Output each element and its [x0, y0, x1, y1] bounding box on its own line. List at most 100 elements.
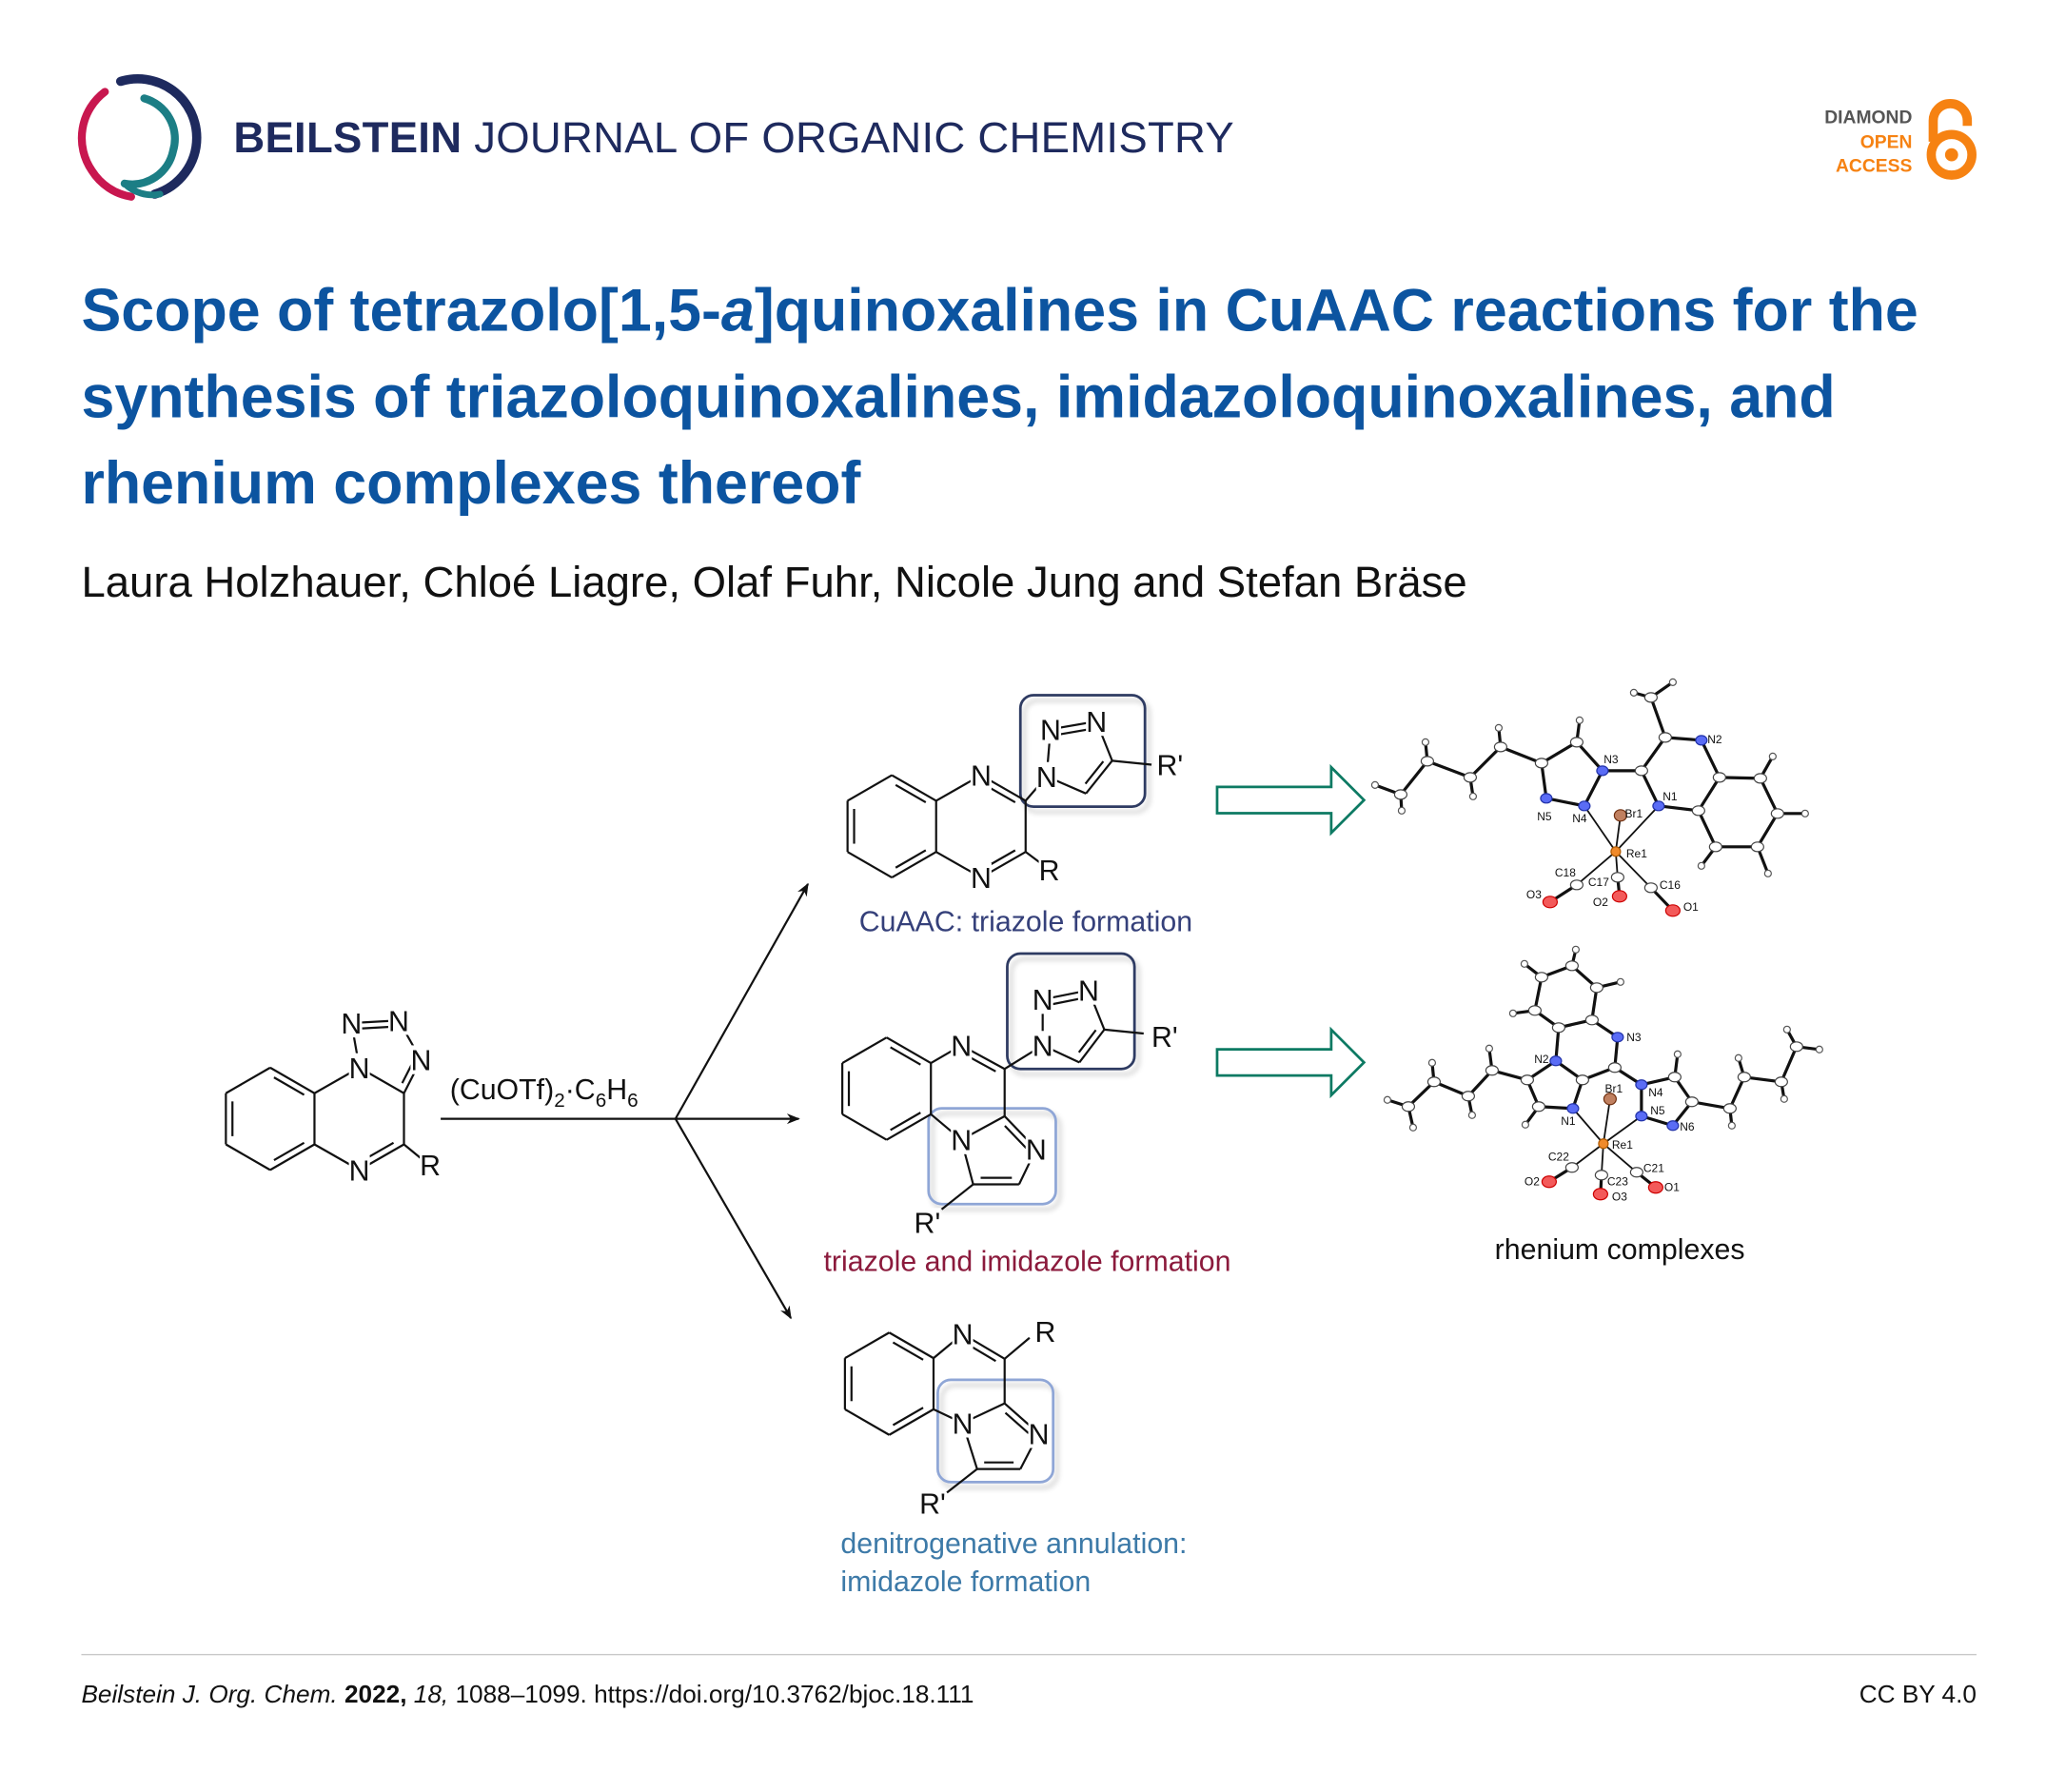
- double-bond: [1058, 728, 1091, 736]
- atom-label: N3: [1626, 1031, 1642, 1044]
- atom-o: [1542, 896, 1558, 909]
- reagent-label: (CuOTf)2·C6H6: [450, 1074, 639, 1112]
- atom-o: [1611, 890, 1627, 903]
- svg-text:N: N: [971, 863, 992, 895]
- atom-c: [1770, 808, 1784, 819]
- atom-label: N2: [1707, 733, 1722, 746]
- atom-h: [1397, 806, 1407, 815]
- crystal-bond: [1584, 805, 1617, 853]
- bond: [1078, 1029, 1106, 1064]
- atom-n: [1666, 1120, 1680, 1132]
- substituent-r-prime: R': [915, 1208, 941, 1240]
- crystal-bond: [1640, 770, 1661, 807]
- atom-c: [1584, 1014, 1599, 1026]
- atom-n: N: [951, 1031, 973, 1062]
- atom-n: N: [1035, 761, 1057, 794]
- atom-n: N: [1025, 1134, 1047, 1166]
- atom-c: [1401, 1101, 1416, 1113]
- crystal-bond: [1728, 1076, 1746, 1110]
- atom-n: [1578, 800, 1591, 812]
- imidazole-highlight-box: [927, 1107, 1057, 1206]
- atom-c: [1684, 1096, 1699, 1108]
- reagent-part: 2: [554, 1090, 564, 1112]
- crystal-bond: [1500, 745, 1543, 765]
- atom-label: N4: [1648, 1086, 1663, 1099]
- atom-h: [1782, 1025, 1791, 1034]
- atom-n: N: [952, 1408, 974, 1440]
- atom-label: O1: [1664, 1181, 1680, 1194]
- svg-text:R': R': [915, 1209, 941, 1240]
- svg-text:N: N: [953, 1408, 974, 1440]
- atom-c: [1708, 841, 1722, 853]
- svg-text:N: N: [1040, 715, 1061, 746]
- atom-label: N6: [1680, 1120, 1695, 1133]
- bond: [841, 1113, 888, 1141]
- crystal-bond: [1759, 778, 1780, 815]
- oa-line-access: ACCESS: [1835, 154, 1913, 176]
- double-bond: [895, 849, 927, 869]
- substituent-r: R: [420, 1150, 442, 1182]
- crystal-bond: [1649, 697, 1667, 738]
- svg-text:N: N: [349, 1155, 370, 1187]
- atom-h: [1727, 1121, 1736, 1130]
- bond: [940, 1183, 974, 1211]
- svg-text:N: N: [1026, 1134, 1047, 1166]
- triazole-highlight-box: [1006, 952, 1136, 1071]
- atom-h: [1629, 688, 1638, 697]
- atom-label: N2: [1534, 1053, 1549, 1066]
- license[interactable]: CC BY 4.0: [1859, 1681, 1977, 1709]
- crystal-bond: [1533, 976, 1544, 1012]
- atom-label: O2: [1593, 896, 1608, 909]
- atom-label: Br1: [1625, 807, 1643, 820]
- atom-c: [1789, 1041, 1803, 1053]
- svg-text:R: R: [1034, 1317, 1055, 1349]
- atom-h: [1383, 1095, 1392, 1104]
- crystal-bond: [1554, 1027, 1561, 1061]
- atom-c: [1610, 872, 1624, 883]
- svg-text:R': R': [919, 1488, 946, 1520]
- atom-label: Br1: [1605, 1082, 1623, 1095]
- crystal-bond: [1468, 745, 1503, 778]
- atom-n: N: [348, 1053, 370, 1085]
- atom-h: [1768, 752, 1777, 760]
- atom-n: N: [1028, 1419, 1050, 1450]
- atom-h: [1673, 1050, 1682, 1058]
- bond: [888, 1331, 934, 1360]
- crystal-bond: [1615, 805, 1660, 853]
- atom-c: [1722, 1103, 1737, 1114]
- atom-c: [1569, 737, 1584, 748]
- citation-doi-link[interactable]: 1088–1099. https://doi.org/10.3762/bjoc.…: [455, 1681, 974, 1709]
- atom-label: Re1: [1612, 1138, 1633, 1152]
- crystal-bond: [1697, 810, 1718, 848]
- reagent-part: ·C: [565, 1074, 596, 1106]
- atom-n: [1635, 1079, 1648, 1091]
- atom-n: N: [341, 1008, 363, 1040]
- double-bond: [1051, 996, 1083, 1006]
- hollow-arrow-icon: [1215, 1026, 1367, 1099]
- bond: [841, 1036, 888, 1064]
- atom-c: [1551, 1022, 1565, 1034]
- atom-c: [1485, 1065, 1500, 1076]
- atom-h: [1616, 977, 1624, 986]
- journal-name: BEILSTEIN JOURNAL OF ORGANIC CHEMISTRY: [233, 113, 1234, 163]
- double-bond: [890, 1046, 921, 1066]
- atom-c: [1691, 805, 1705, 817]
- label-rhenium-complexes: rhenium complexes: [1495, 1234, 1745, 1266]
- citation-journal: Beilstein J. Org. Chem.: [81, 1681, 338, 1709]
- crystal-bond: [1603, 1143, 1638, 1173]
- bond: [1003, 1336, 1031, 1360]
- bond: [844, 1331, 890, 1360]
- atom-n: N: [970, 862, 992, 895]
- crystal-bond: [1399, 759, 1429, 796]
- atom-label: O3: [1612, 1191, 1627, 1204]
- atom-c: [1527, 1005, 1542, 1016]
- atom-c: [1564, 960, 1579, 972]
- atom-n: [1540, 793, 1553, 804]
- atom-label: N4: [1572, 812, 1587, 825]
- atom-label: C17: [1588, 876, 1609, 889]
- svg-text:N: N: [1078, 976, 1099, 1008]
- bond: [886, 1036, 932, 1064]
- atom-br: [1613, 809, 1627, 822]
- atom-n: N: [951, 1125, 973, 1157]
